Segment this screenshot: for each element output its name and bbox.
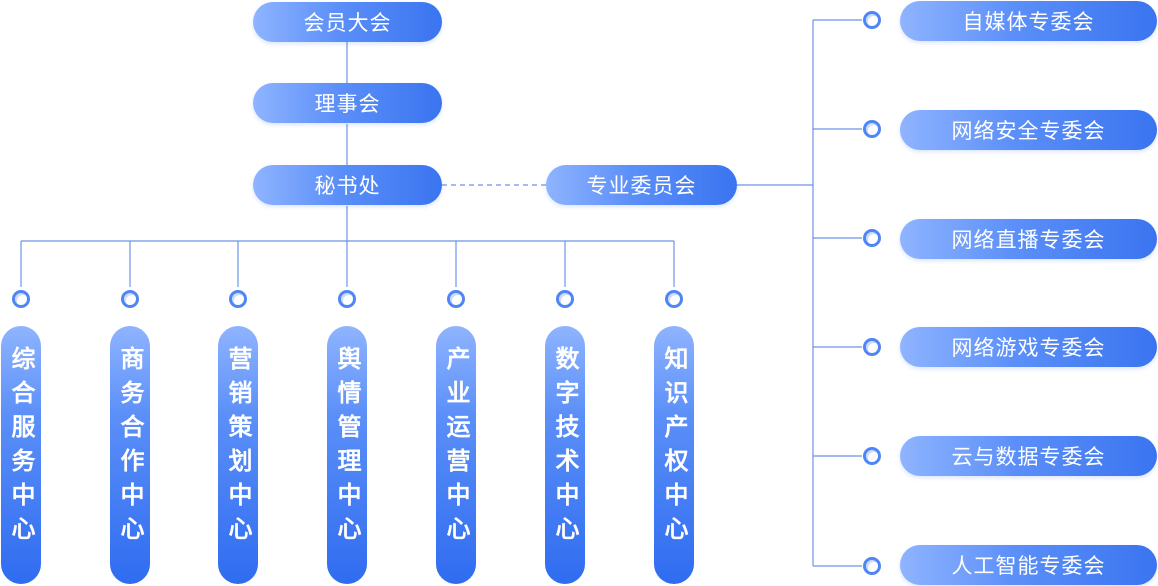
members-assembly-box: 会员大会 [253,2,442,42]
committee-node-ring [863,120,881,138]
committee-node-ring [863,447,881,465]
committee-box: 网络游戏专委会 [900,327,1157,367]
center-label: 产业运营中心 [442,346,470,550]
center-node-ring [229,290,247,308]
center-node-ring [665,290,683,308]
center-box: 营销策划中心 [218,326,258,584]
committee-box: 人工智能专委会 [900,545,1157,585]
special-committee-box: 专业委员会 [546,165,737,205]
center-box: 产业运营中心 [436,326,476,584]
committee-box: 网络直播专委会 [900,219,1157,259]
center-label: 舆情管理中心 [333,346,361,550]
center-node-ring [121,290,139,308]
committee-node-ring [863,338,881,356]
committee-node-ring [863,11,881,29]
center-box: 商务合作中心 [110,326,150,584]
center-label: 综合服务中心 [7,346,35,550]
center-node-ring [447,290,465,308]
center-box: 数字技术中心 [545,326,585,584]
committee-node-ring [863,557,881,575]
center-box: 知识产权中心 [654,326,694,584]
center-node-ring [556,290,574,308]
center-label: 营销策划中心 [224,346,252,550]
committee-box: 网络安全专委会 [900,110,1157,150]
council-box: 理事会 [253,83,442,123]
committee-box: 自媒体专委会 [900,1,1157,41]
center-box: 舆情管理中心 [327,326,367,584]
center-node-ring [338,290,356,308]
committee-box: 云与数据专委会 [900,436,1157,476]
center-label: 知识产权中心 [660,346,688,550]
center-label: 商务合作中心 [116,346,144,550]
center-node-ring [12,290,30,308]
committee-node-ring [863,229,881,247]
secretariat-box: 秘书处 [253,165,442,205]
center-label: 数字技术中心 [551,346,579,550]
center-box: 综合服务中心 [1,326,41,584]
